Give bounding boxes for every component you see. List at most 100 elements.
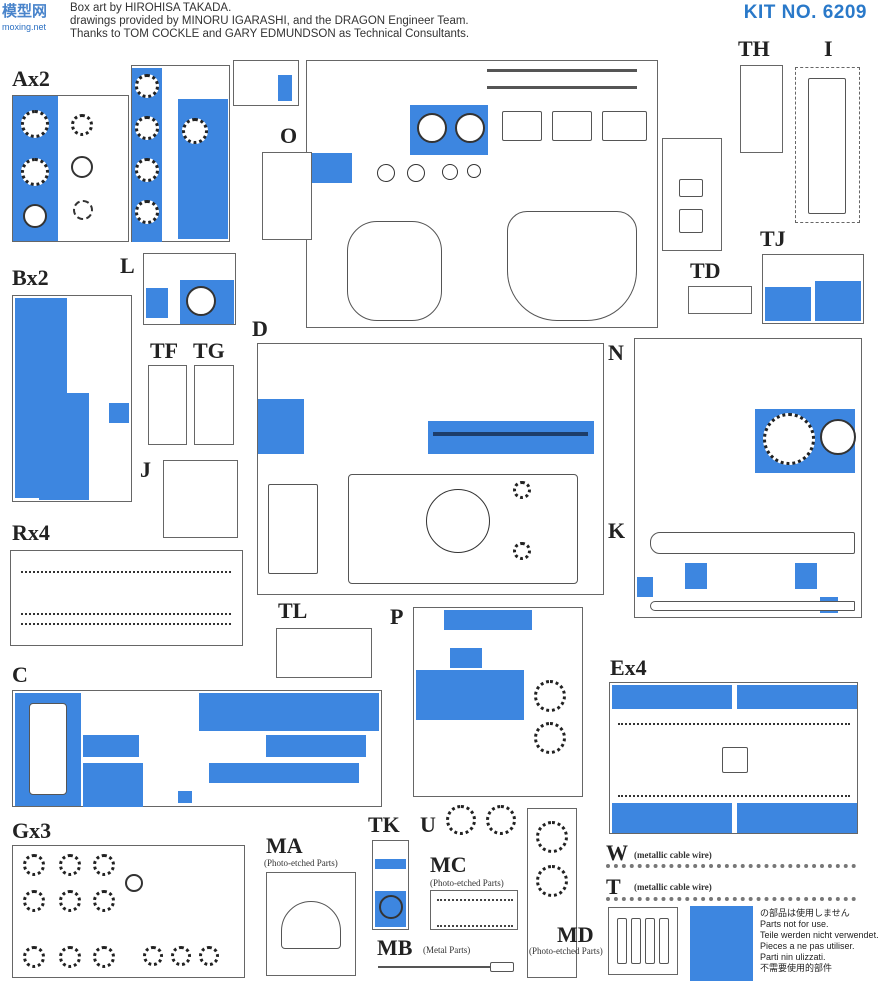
credits-line-3: Thanks to TOM COCKLE and GARY EDMUNDSON … bbox=[70, 28, 470, 40]
etched-plate bbox=[631, 918, 641, 964]
return-roller bbox=[59, 946, 81, 968]
sprue-label-tl: TL bbox=[278, 598, 308, 623]
sprue-d bbox=[257, 343, 604, 595]
credits: Box art by HIROHISA TAKADA. drawings pro… bbox=[70, 2, 469, 41]
sprue-small-top bbox=[233, 60, 299, 106]
track-links bbox=[618, 723, 850, 797]
sprue-label-td: TD bbox=[690, 258, 721, 283]
sprue-label-j: J bbox=[140, 457, 151, 482]
turret-ring bbox=[426, 489, 490, 553]
sprue-label-ax2: Ax2 bbox=[12, 66, 50, 91]
etched-plate bbox=[645, 918, 655, 964]
unused-parts-area bbox=[15, 298, 39, 498]
subtitle-md: (Photo-etched Parts) bbox=[529, 946, 603, 956]
sprue-tl bbox=[276, 628, 372, 678]
metal-barrel bbox=[378, 966, 513, 968]
sprue-ma bbox=[266, 872, 356, 976]
sprue-tk bbox=[372, 840, 409, 930]
credits-line-2: drawings provided by MINORU IGARASHI, an… bbox=[70, 15, 469, 27]
drive-sprocket bbox=[135, 74, 159, 98]
unused-parts-area bbox=[209, 763, 359, 783]
drive-sprocket bbox=[182, 118, 208, 144]
return-roller bbox=[93, 890, 115, 912]
return-roller bbox=[143, 946, 163, 966]
sprue-ax2 bbox=[12, 95, 129, 242]
sprue-tj bbox=[762, 254, 864, 324]
sprue-tg bbox=[194, 365, 234, 445]
unused-parts-area bbox=[83, 735, 139, 757]
sprue-tf bbox=[148, 365, 187, 445]
fender bbox=[650, 532, 855, 554]
sprue-label-t: T bbox=[606, 874, 621, 899]
sprue-label-mc: MC bbox=[430, 852, 467, 877]
track-links bbox=[21, 623, 231, 635]
sprue-label-o: O bbox=[280, 123, 298, 148]
return-roller bbox=[59, 854, 81, 876]
site-watermark-url: moxing.net bbox=[2, 22, 47, 32]
sprue-label-th: TH bbox=[738, 36, 770, 61]
sprue-label-tk: TK bbox=[368, 812, 400, 837]
legend-line-de: Teile werden nicht verwendet. bbox=[760, 930, 879, 940]
sprue-gx3 bbox=[12, 845, 245, 978]
sprue-label-c: C bbox=[12, 662, 28, 687]
legend-swatch bbox=[690, 906, 753, 981]
sprue-td bbox=[688, 286, 752, 314]
legend-line-en: Parts not for use. bbox=[760, 919, 829, 929]
sprue-label-tj: TJ bbox=[760, 226, 786, 251]
unused-parts-area bbox=[266, 735, 366, 757]
rear-plate bbox=[268, 484, 318, 574]
legend-line-it: Parti nin ulizzati. bbox=[760, 952, 826, 962]
sprue-th bbox=[740, 65, 783, 153]
part-ring bbox=[379, 895, 403, 919]
sprue-u-wheels bbox=[527, 808, 577, 978]
sprue-label-u: U bbox=[420, 812, 436, 837]
cupola-ring bbox=[763, 413, 815, 465]
sprue-o bbox=[306, 60, 658, 328]
drive-sprocket bbox=[135, 158, 159, 182]
sprue-label-tg: TG bbox=[193, 338, 225, 363]
legend-line-zh: 不需要使用的部件 bbox=[760, 963, 833, 973]
cupola-ring bbox=[186, 286, 216, 316]
sprue-label-bx2: Bx2 bbox=[12, 265, 49, 290]
subtitle-w: (metallic cable wire) bbox=[634, 850, 712, 860]
turret-ring-part bbox=[820, 419, 856, 455]
drive-sprocket bbox=[135, 200, 159, 224]
unused-parts-area bbox=[795, 563, 817, 589]
idler-wheel bbox=[23, 204, 47, 228]
unused-parts-area bbox=[428, 421, 594, 454]
unused-parts-area bbox=[109, 403, 129, 423]
unused-parts-area bbox=[612, 685, 732, 709]
sprue-o-side bbox=[262, 152, 312, 240]
sprue-label-rx4: Rx4 bbox=[12, 520, 50, 545]
return-roller bbox=[93, 854, 115, 876]
return-roller bbox=[171, 946, 191, 966]
etched-grille bbox=[281, 901, 341, 949]
engine-fan bbox=[513, 542, 531, 560]
road-wheel bbox=[446, 805, 476, 835]
road-wheel bbox=[536, 821, 568, 853]
sprue-rx4 bbox=[10, 550, 243, 646]
unused-parts-area bbox=[258, 399, 304, 454]
turret-roof bbox=[347, 221, 442, 321]
road-wheel bbox=[534, 722, 566, 754]
unused-parts-area bbox=[737, 685, 857, 709]
hatch-part bbox=[679, 179, 703, 197]
sprue-label-gx3: Gx3 bbox=[12, 818, 52, 843]
hub-cap bbox=[73, 200, 93, 220]
fender bbox=[650, 601, 855, 611]
return-roller bbox=[93, 946, 115, 968]
credits-line-1: Box art by HIROHISA TAKADA. bbox=[70, 2, 232, 14]
subtitle-t: (metallic cable wire) bbox=[634, 882, 712, 892]
subtitle-mb: (Metal Parts) bbox=[423, 945, 471, 955]
return-roller bbox=[23, 890, 45, 912]
sprocket bbox=[71, 114, 93, 136]
sprue-label-l: L bbox=[120, 253, 135, 278]
unused-parts-area bbox=[612, 803, 732, 833]
hub bbox=[377, 164, 395, 182]
sprue-label-i: I bbox=[824, 36, 833, 61]
mantlet-part bbox=[602, 111, 647, 141]
subtitle-ma: (Photo-etched Parts) bbox=[264, 858, 338, 868]
sprue-label-p: P bbox=[390, 604, 404, 629]
mantlet-part bbox=[502, 111, 542, 141]
unused-parts-area bbox=[39, 298, 67, 393]
